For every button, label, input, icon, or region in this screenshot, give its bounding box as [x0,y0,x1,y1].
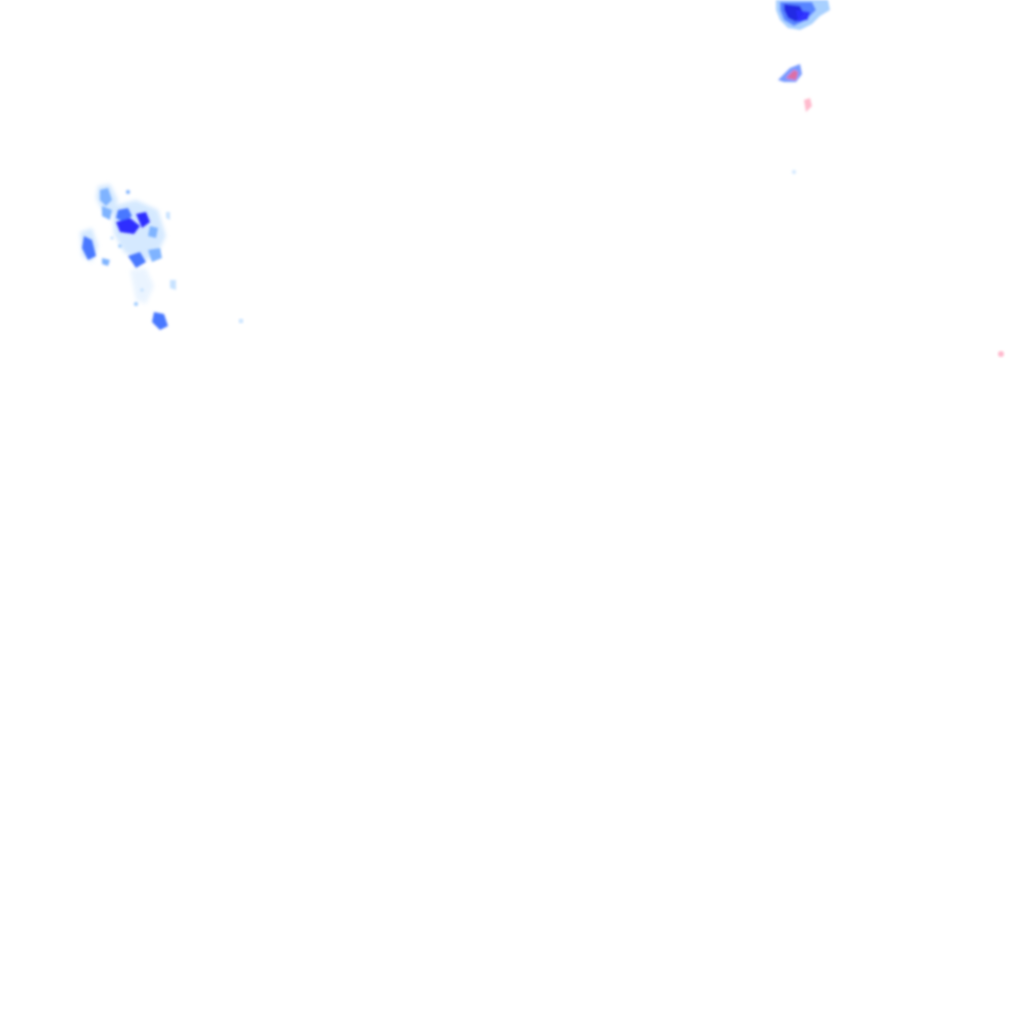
precip-speck-east [998,351,1004,357]
precip-speck-west [238,318,244,324]
precip-cell-northeast [776,0,830,30]
precip-mix-cell [778,64,812,174]
precip-cluster-west [80,184,176,330]
